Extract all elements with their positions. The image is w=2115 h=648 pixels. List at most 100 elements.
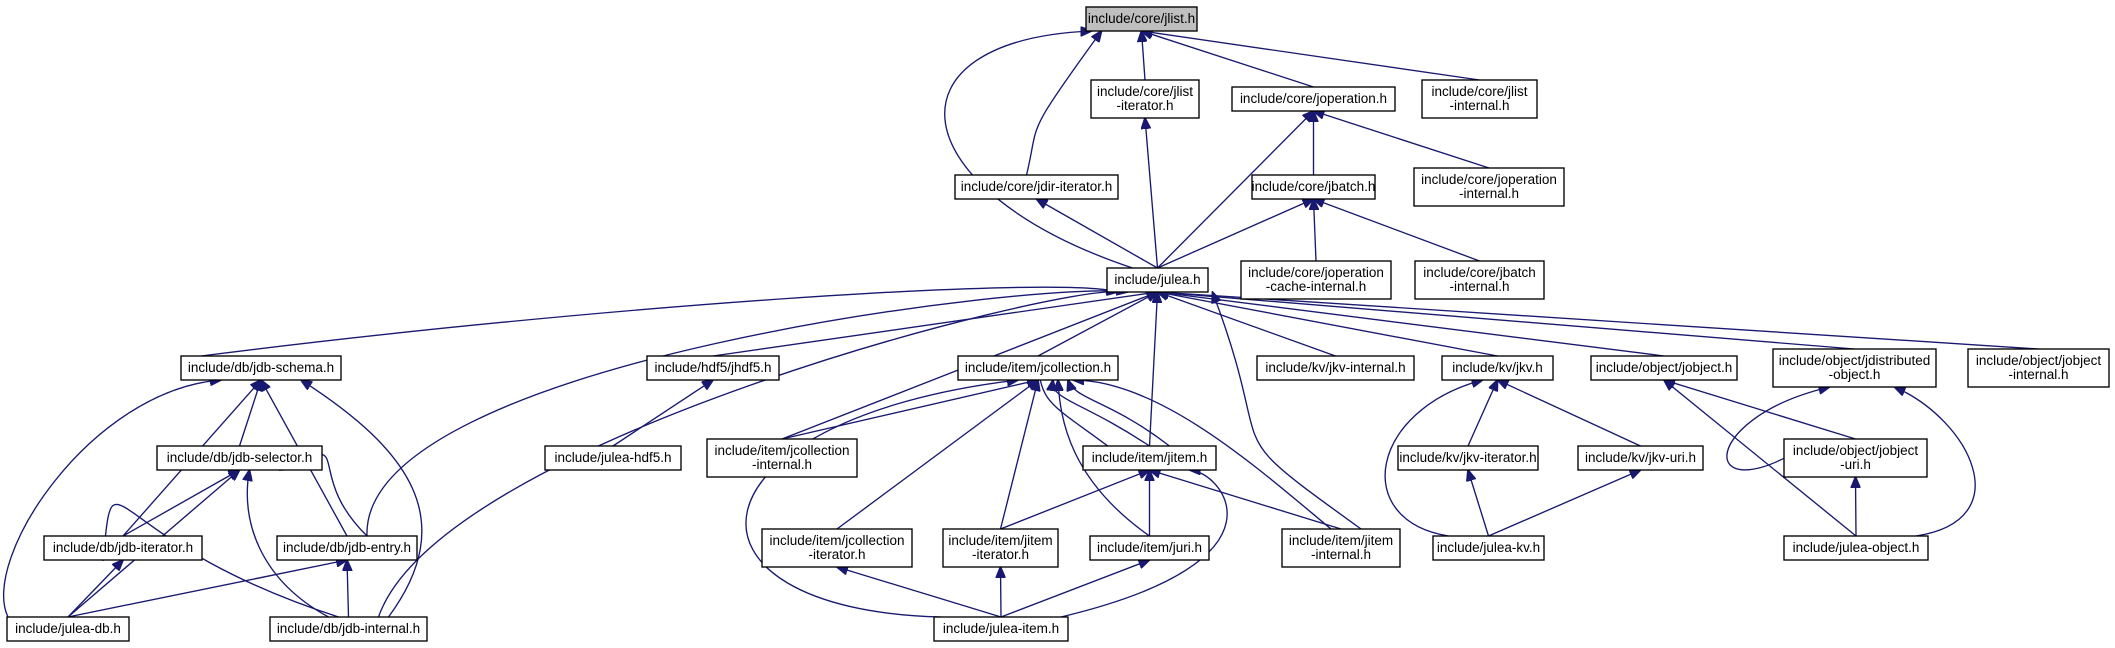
- node-item-jcollection[interactable]: include/item/jcollection.h: [957, 355, 1119, 381]
- edge-item_jitem_iter-to-item_jcollection: [999, 380, 1039, 530]
- node-label: include/core/jdir-iterator.h: [961, 179, 1113, 194]
- node-kv-iter[interactable]: include/kv/jkv-iterator.h: [1397, 445, 1539, 471]
- edge-item_jcollection_int-to-item_jcollection: [781, 380, 1038, 440]
- edge-core_jdir_iter-to-core_jlist: [1025, 31, 1102, 176]
- edge-julea_kv-to-kv_uri: [1488, 470, 1641, 537]
- node-label: include/julea-object.h: [1793, 540, 1920, 555]
- node-box: [276, 535, 418, 561]
- node-object-jobject[interactable]: include/object/jobject.h: [1590, 355, 1738, 381]
- node-label: -iterator.h: [972, 547, 1029, 562]
- edge-db_internal-to-db_selector: [247, 470, 329, 618]
- node-box: [1106, 267, 1209, 293]
- edge-item_juri-to-item_jcollection: [1058, 380, 1150, 537]
- node-core-jlist-iter[interactable]: include/core/jlist-iterator.h: [1090, 79, 1200, 119]
- node-core-jop-cache[interactable]: include/core/joperation-cache-internal.h: [1240, 260, 1392, 300]
- node-label: -object.h: [1829, 367, 1881, 382]
- node-label: include/core/joperation.h: [1240, 91, 1387, 106]
- node-db-entry[interactable]: include/db/jdb-entry.h: [276, 535, 418, 561]
- node-core-jbatch[interactable]: include/core/jbatch.h: [1251, 174, 1376, 200]
- node-label: -internal.h: [1449, 98, 1509, 113]
- node-label: include/julea-item.h: [943, 621, 1059, 636]
- node-label: include/item/juri.h: [1097, 540, 1202, 555]
- node-julea-db[interactable]: include/julea-db.h: [6, 616, 130, 642]
- node-kv-int[interactable]: include/kv/jkv-internal.h: [1256, 355, 1415, 381]
- node-box: [1421, 79, 1538, 119]
- node-item-jcollection-iter[interactable]: include/item/jcollection-iterator.h: [761, 528, 913, 568]
- node-db-selector[interactable]: include/db/jdb-selector.h: [156, 445, 323, 471]
- node-label: include/object/jobject: [1976, 353, 2102, 368]
- edge-object_jobject_uri-to-object_jdistributed: [1726, 387, 1830, 471]
- node-core-jdir-iter[interactable]: include/core/jdir-iterator.h: [954, 174, 1119, 200]
- node-box: [1577, 445, 1704, 471]
- node-box: [1089, 535, 1210, 561]
- node-label: include/hdf5/jhdf5.h: [654, 360, 771, 375]
- edge-core_jbatch_int-to-core_jbatch: [1314, 199, 1480, 262]
- node-julea-kv[interactable]: include/julea-kv.h: [1432, 535, 1545, 561]
- edge-julea_kv-to-kv_iter: [1468, 470, 1490, 537]
- node-label: include/core/jbatch.h: [1252, 179, 1376, 194]
- node-label: include/kv/jkv-iterator.h: [1399, 450, 1536, 465]
- node-hdf5-jhdf5[interactable]: include/hdf5/jhdf5.h: [646, 355, 780, 381]
- node-box: [1090, 79, 1200, 119]
- edge-julea_hdf5-to-hdf5_jhdf5: [612, 380, 713, 447]
- node-box: [1590, 355, 1738, 381]
- edge-julea_object-to-object_jobject: [1664, 380, 1857, 537]
- node-julea[interactable]: include/julea.h: [1106, 267, 1209, 293]
- edge-item_jitem-to-julea: [1148, 292, 1158, 447]
- edge-layer: [2, 31, 2039, 618]
- node-julea-item[interactable]: include/julea-item.h: [933, 616, 1069, 642]
- node-box: [1441, 355, 1554, 381]
- node-label: -uri.h: [1840, 457, 1871, 472]
- node-label: include/db/jdb-selector.h: [167, 450, 313, 465]
- node-db-schema[interactable]: include/db/jdb-schema.h: [180, 355, 342, 381]
- edge-core_jlist_int-to-core_jlist: [1142, 31, 1480, 81]
- node-item-jitem-iter[interactable]: include/item/jitem-iterator.h: [942, 528, 1059, 568]
- node-core-joperation-int[interactable]: include/core/joperation-internal.h: [1413, 167, 1565, 207]
- node-box: [761, 528, 913, 568]
- node-label: -internal.h: [752, 457, 812, 472]
- node-kv-uri[interactable]: include/kv/jkv-uri.h: [1577, 445, 1704, 471]
- node-core-jlist[interactable]: include/core/jlist.h: [1085, 6, 1198, 32]
- node-box: [6, 616, 130, 642]
- node-db-internal[interactable]: include/db/jdb-internal.h: [269, 616, 428, 642]
- edge-kv_int-to-julea: [1158, 292, 1336, 357]
- node-julea-hdf5[interactable]: include/julea-hdf5.h: [544, 445, 682, 471]
- node-object-jobject-int[interactable]: include/object/jobject-internal.h: [1967, 348, 2110, 388]
- node-label: include/julea-db.h: [15, 621, 121, 636]
- edge-db_selector-to-db_schema: [238, 380, 262, 447]
- node-label: include/core/jlist: [1097, 84, 1193, 99]
- node-core-jbatch-int[interactable]: include/core/jbatch-internal.h: [1414, 260, 1545, 300]
- node-object-jdistributed[interactable]: include/object/jdistributed-object.h: [1772, 348, 1937, 388]
- node-item-jcollection-int[interactable]: include/item/jcollection-internal.h: [706, 438, 858, 478]
- node-label: include/core/jlist: [1431, 84, 1527, 99]
- node-item-jitem[interactable]: include/item/jitem.h: [1082, 445, 1217, 471]
- edge-item_jcollection-to-julea: [1037, 292, 1158, 357]
- node-label: include/kv/jkv-uri.h: [1585, 450, 1696, 465]
- node-box: [1783, 535, 1929, 561]
- edge-kv_uri-to-kv_jkv: [1498, 380, 1641, 447]
- node-core-jlist-int[interactable]: include/core/jlist-internal.h: [1421, 79, 1538, 119]
- node-db-iterator[interactable]: include/db/jdb-iterator.h: [43, 535, 203, 561]
- edge-item_jitem_int-to-item_jcollection: [1073, 380, 1332, 530]
- node-core-joperation[interactable]: include/core/joperation.h: [1231, 86, 1396, 112]
- node-label: -iterator.h: [1116, 98, 1173, 113]
- node-box: [269, 616, 428, 642]
- edge-db_entry-to-julea: [366, 291, 1128, 537]
- node-box: [954, 174, 1119, 200]
- node-kv-jkv[interactable]: include/kv/jkv.h: [1441, 355, 1554, 381]
- node-label: -internal.h: [1449, 279, 1509, 294]
- node-item-jitem-int[interactable]: include/item/jitem-internal.h: [1281, 528, 1401, 568]
- edge-object_jobject_int-to-julea: [1158, 292, 2039, 350]
- node-box: [1240, 260, 1392, 300]
- node-object-jobject-uri[interactable]: include/object/jobject-uri.h: [1783, 438, 1928, 478]
- node-label: include/object/jobject.h: [1596, 360, 1733, 375]
- node-julea-object[interactable]: include/julea-object.h: [1783, 535, 1929, 561]
- node-item-juri[interactable]: include/item/juri.h: [1089, 535, 1210, 561]
- node-label: include/kv/jkv-internal.h: [1265, 360, 1405, 375]
- node-box: [1432, 535, 1545, 561]
- node-box: [1231, 86, 1396, 112]
- node-label: -cache-internal.h: [1266, 279, 1367, 294]
- edge-julea_item-to-item_jitem_iter: [1001, 567, 1002, 618]
- node-box: [180, 355, 342, 381]
